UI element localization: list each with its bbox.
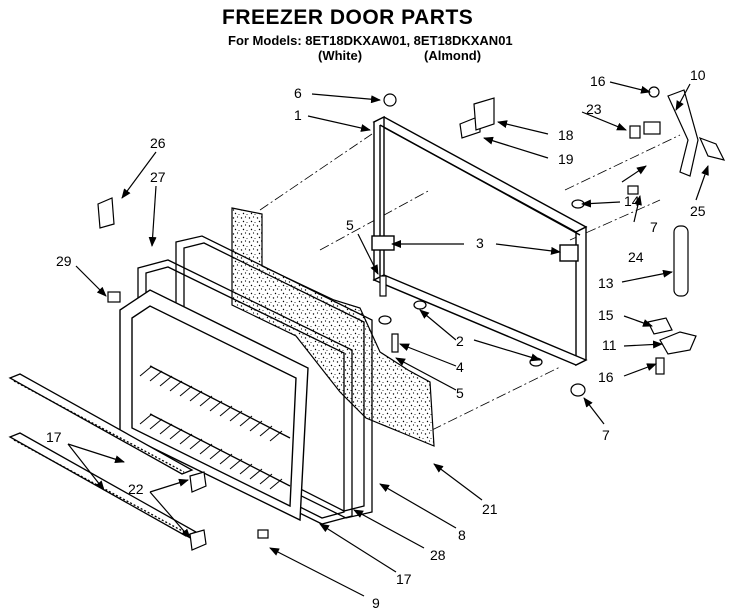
callout-7-top: 7 <box>650 219 658 235</box>
leader-lines <box>67 81 709 597</box>
callout-3: 3 <box>476 235 484 251</box>
construction-lines <box>259 133 681 431</box>
variant-white: (White) <box>318 48 363 63</box>
callout-26: 26 <box>150 135 166 151</box>
callout-6: 6 <box>294 85 302 101</box>
models-line: For Models: 8ET18DKXAW01, 8ET18DKXAN01 <box>228 33 513 48</box>
variant-almond: (Almond) <box>424 48 482 63</box>
callout-14: 15 <box>598 307 614 323</box>
callout-18: 18 <box>558 127 574 143</box>
callout-23: 23 <box>586 101 602 117</box>
callout-16-top: 16 <box>590 73 606 89</box>
callout-7-bottom: 7 <box>602 427 610 443</box>
callout-4: 4 <box>456 359 464 375</box>
trim-end-caps <box>189 471 207 551</box>
callout-21: 21 <box>482 501 498 517</box>
callout-16-bottom: 16 <box>598 369 614 385</box>
callout-labels: 6 1 18 19 16 23 10 14 7 24 25 3 13 15 11… <box>46 67 706 611</box>
callout-15: 17 <box>396 571 412 587</box>
callout-12: 13 <box>598 275 614 291</box>
callout-25: 25 <box>690 203 706 219</box>
callout-5-bottom: 5 <box>456 385 464 401</box>
callout-27: 27 <box>150 169 166 185</box>
callout-13: 14 <box>624 193 640 209</box>
callout-8: 8 <box>458 527 466 543</box>
header: FREEZER DOOR PARTS For Models: 8ET18DKXA… <box>0 0 736 70</box>
liner-ribs <box>139 365 283 490</box>
callout-9: 9 <box>372 595 380 611</box>
callout-10: 10 <box>690 67 706 83</box>
callout-1: 1 <box>294 107 302 123</box>
callout-11: 11 <box>602 337 617 353</box>
door-liner <box>119 289 309 522</box>
callout-29: 29 <box>56 253 72 269</box>
models-prefix: For Models: <box>228 33 302 48</box>
callout-2: 2 <box>456 333 464 349</box>
callout-19: 19 <box>558 151 574 167</box>
door-frame <box>371 115 588 367</box>
diagram-title: FREEZER DOOR PARTS <box>222 6 474 29</box>
callout-22: 22 <box>128 481 144 497</box>
callout-24: 24 <box>628 249 644 265</box>
callout-5-top: 5 <box>346 217 354 233</box>
model-numbers: 8ET18DKXAW01, 8ET18DKXAN01 <box>305 33 513 48</box>
callout-17: 17 <box>46 429 62 445</box>
callout-28: 28 <box>430 547 446 563</box>
